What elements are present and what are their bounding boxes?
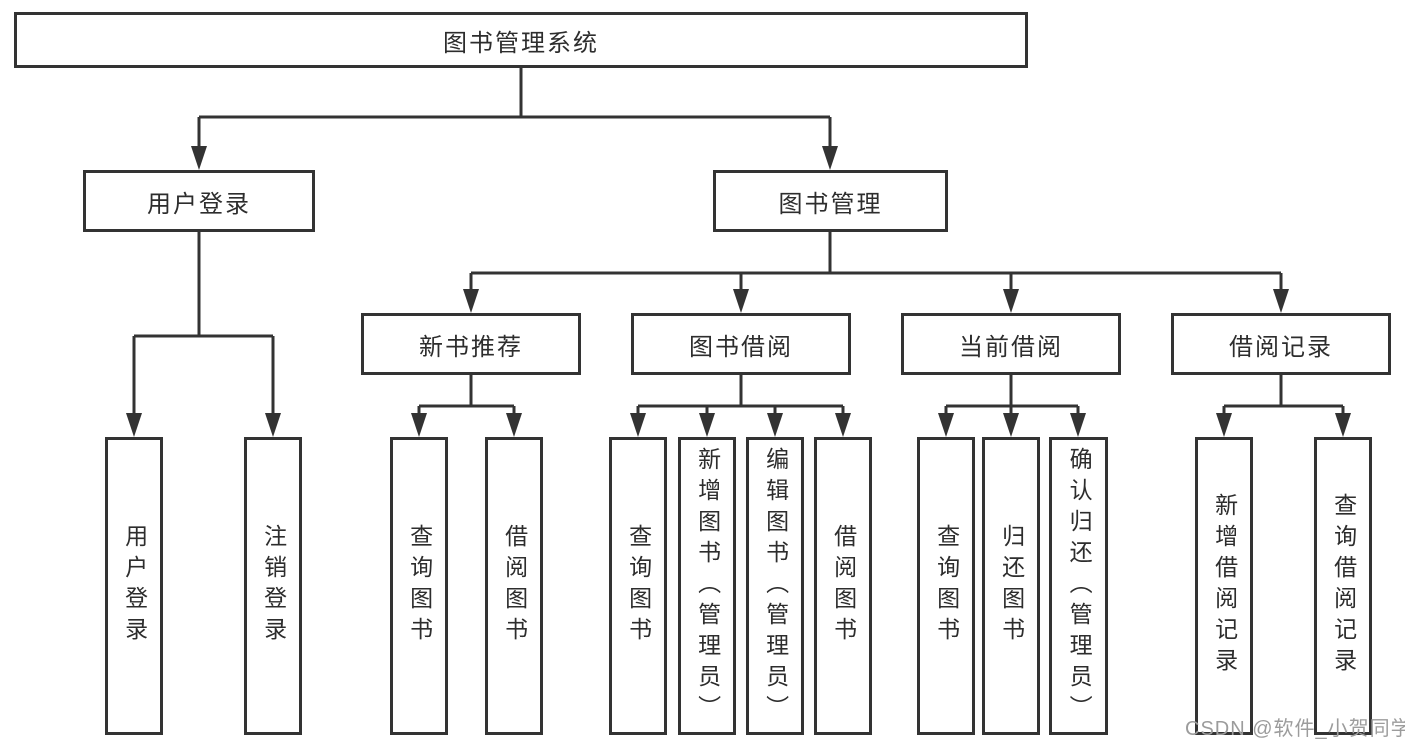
- leaf-bb-add-books: 新增图书（管理员）: [678, 437, 736, 735]
- watermark: CSDN @软件_小贺同学: [1185, 718, 1405, 740]
- leaf-bb-borrow-books-label: 借阅图书: [830, 524, 857, 648]
- leaf-bb-query-books-label: 查询图书: [625, 524, 652, 648]
- leaf-user-login-label: 用户登录: [121, 524, 148, 648]
- connector-book-management-to-level3: [463, 232, 1289, 313]
- leaf-bb-edit-books-label: 编辑图书（管理员）: [762, 446, 789, 726]
- connector-new-book-branch: [411, 375, 522, 437]
- leaf-cb-query-books-label: 查询图书: [933, 524, 960, 648]
- leaf-bb-add-books-label: 新增图书（管理员）: [694, 446, 721, 726]
- leaf-cb-confirm-return-label: 确认归还（管理员）: [1066, 446, 1093, 726]
- leaf-cb-return-books-label: 归还图书: [998, 524, 1025, 648]
- leaf-nb-borrow-books-label: 借阅图书: [501, 524, 528, 648]
- node-borrowing-records-label: 借阅记录: [1229, 333, 1333, 361]
- leaf-user-login: 用户登录: [105, 437, 163, 735]
- connector-borrowing-records-branch: [1216, 375, 1351, 437]
- connector-root-to-level2: [191, 68, 838, 170]
- node-book-borrowing-label: 图书借阅: [689, 333, 793, 361]
- leaf-logout-label: 注销登录: [260, 524, 287, 648]
- node-current-borrowing: 当前借阅: [901, 313, 1121, 375]
- node-user-login-label: 用户登录: [147, 190, 251, 218]
- leaf-cb-return-books: 归还图书: [982, 437, 1040, 735]
- connector-current-borrowing-branch: [938, 375, 1086, 437]
- leaf-br-add-record: 新增借阅记录: [1195, 437, 1253, 735]
- node-new-book-recommend-label: 新书推荐: [419, 333, 523, 361]
- leaf-br-query-record: 查询借阅记录: [1314, 437, 1372, 735]
- node-root-label: 图书管理系统: [443, 29, 599, 57]
- leaf-cb-query-books: 查询图书: [917, 437, 975, 735]
- leaf-nb-query-books: 查询图书: [390, 437, 448, 735]
- node-user-login: 用户登录: [83, 170, 315, 232]
- node-current-borrowing-label: 当前借阅: [959, 333, 1063, 361]
- leaf-bb-edit-books: 编辑图书（管理员）: [746, 437, 804, 735]
- leaf-bb-borrow-books: 借阅图书: [814, 437, 872, 735]
- leaf-nb-borrow-books: 借阅图书: [485, 437, 543, 735]
- leaf-br-add-record-label: 新增借阅记录: [1211, 493, 1238, 679]
- connector-user-login-branch: [126, 232, 281, 437]
- node-book-borrowing: 图书借阅: [631, 313, 851, 375]
- leaf-cb-confirm-return: 确认归还（管理员）: [1049, 437, 1108, 735]
- leaf-logout: 注销登录: [244, 437, 302, 735]
- node-book-management: 图书管理: [713, 170, 948, 232]
- leaf-bb-query-books: 查询图书: [609, 437, 667, 735]
- leaf-nb-query-books-label: 查询图书: [406, 524, 433, 648]
- node-borrowing-records: 借阅记录: [1171, 313, 1391, 375]
- connector-book-borrowing-branch: [630, 375, 851, 437]
- node-new-book-recommend: 新书推荐: [361, 313, 581, 375]
- node-book-management-label: 图书管理: [778, 190, 883, 218]
- node-root: 图书管理系统: [14, 12, 1028, 68]
- leaf-br-query-record-label: 查询借阅记录: [1330, 493, 1357, 679]
